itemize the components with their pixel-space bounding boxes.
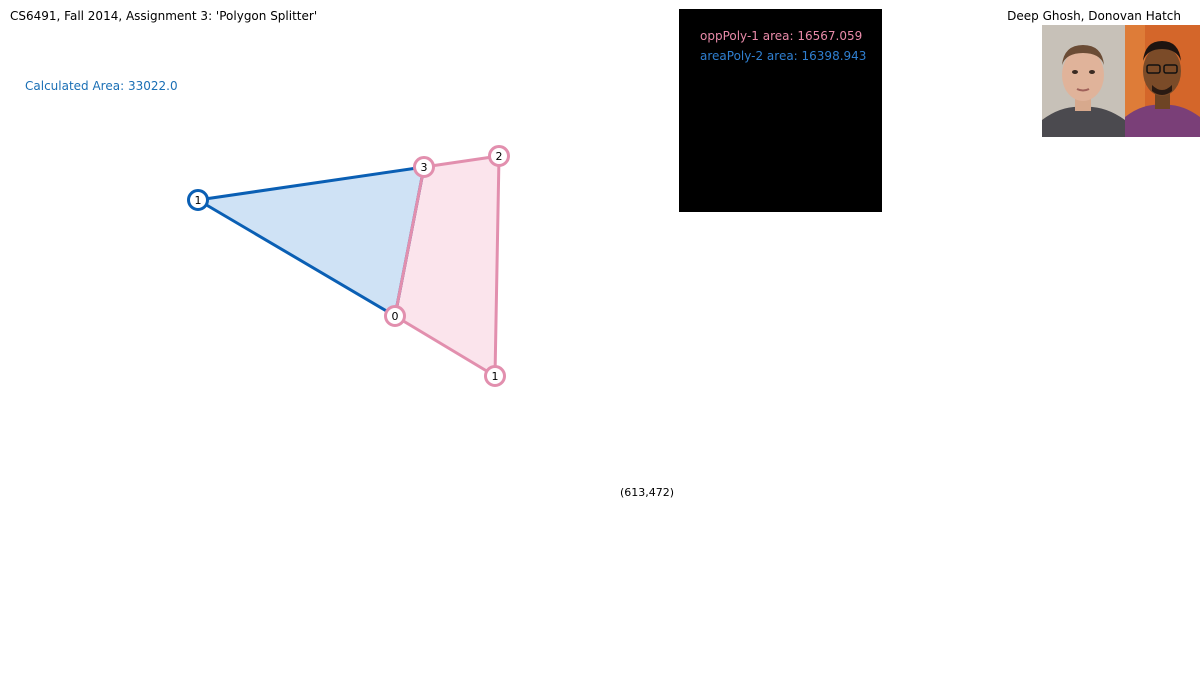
calculated-area-readout: Calculated Area: 33022.0 xyxy=(25,79,178,93)
pink-vertex-0[interactable]: 0 xyxy=(384,305,406,327)
pink-vertex-2[interactable]: 2 xyxy=(488,145,510,167)
vertex-label: 1 xyxy=(195,194,202,207)
split-edge xyxy=(393,166,426,317)
authors-label: Deep Ghosh, Donovan Hatch xyxy=(1007,9,1181,23)
area-poly-area: areaPoly-2 area: 16398.943 xyxy=(700,49,867,63)
blue-vertex-1[interactable]: 1 xyxy=(187,189,209,211)
author-photo-1 xyxy=(1042,25,1125,137)
author-photos xyxy=(1042,25,1200,137)
pink-vertex-3[interactable]: 3 xyxy=(413,156,435,178)
author-photo-2 xyxy=(1125,25,1200,137)
pink-vertex-1[interactable]: 1 xyxy=(484,365,506,387)
vertex-label: 3 xyxy=(421,161,428,174)
blue-polygon[interactable] xyxy=(196,165,426,318)
vertex-label: 1 xyxy=(492,370,499,383)
person-icon xyxy=(1042,25,1125,137)
cursor-coordinate-readout: (613,472) xyxy=(620,486,675,499)
vertex-label: 0 xyxy=(392,310,399,323)
page-title: CS6491, Fall 2014, Assignment 3: 'Polygo… xyxy=(10,9,318,23)
opp-poly-area: oppPoly-1 area: 16567.059 xyxy=(700,29,863,43)
area-info-panel: oppPoly-1 area: 16567.059 areaPoly-2 are… xyxy=(679,9,882,212)
person-icon xyxy=(1125,25,1200,137)
vertex-label: 2 xyxy=(496,150,503,163)
